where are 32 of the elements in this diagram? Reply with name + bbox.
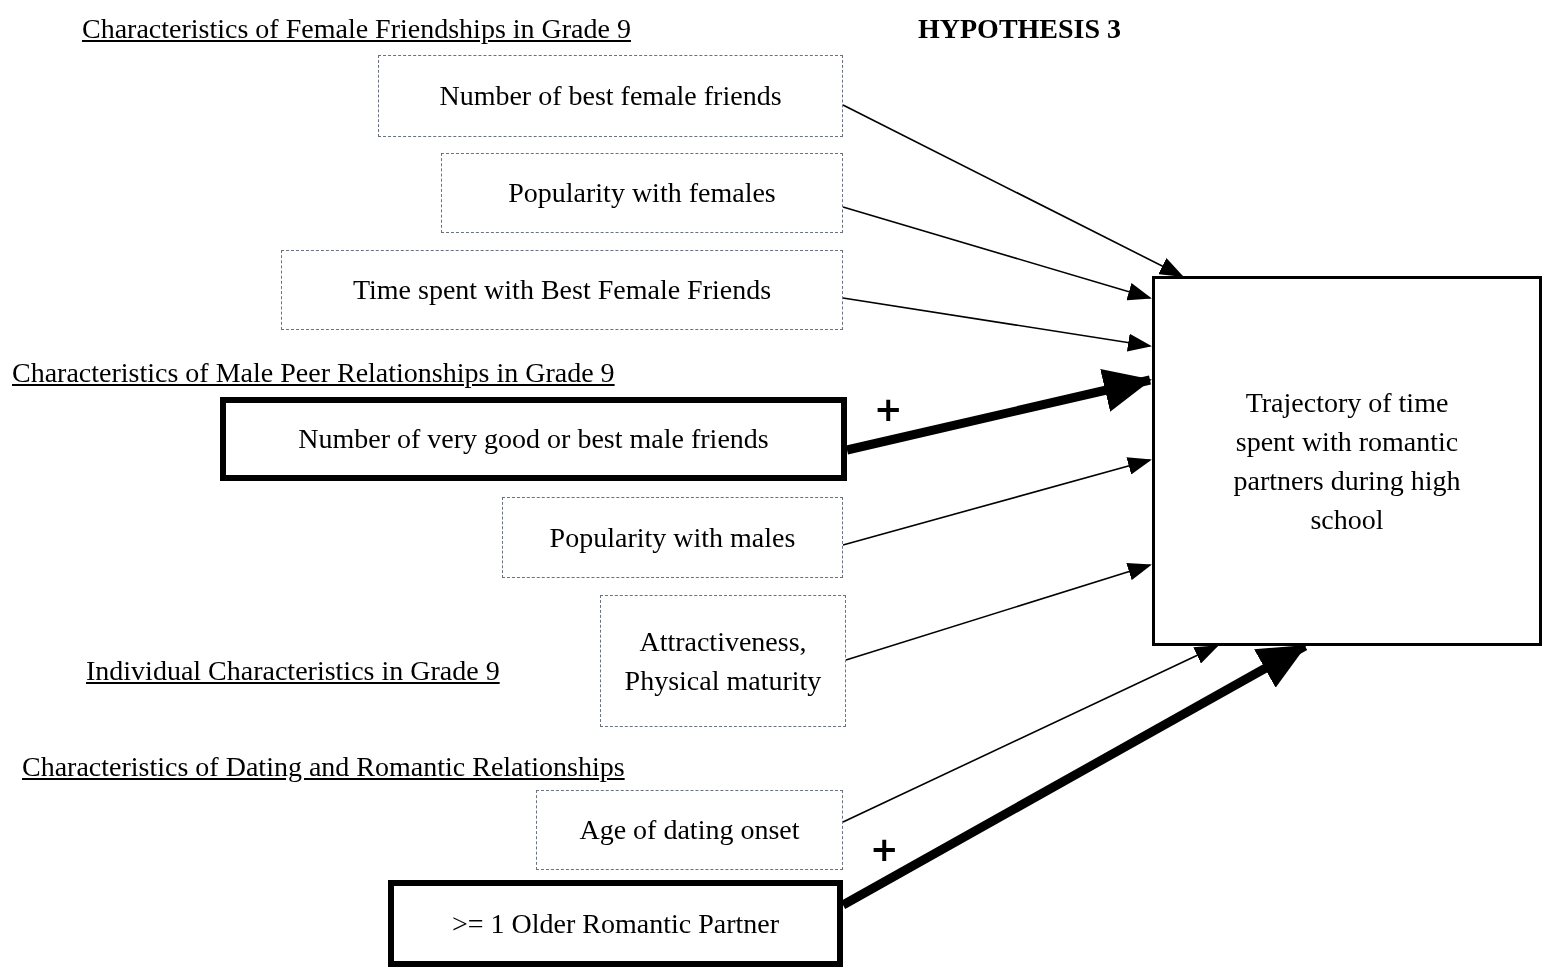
node-box — [281, 250, 843, 330]
arrow — [846, 368, 1152, 455]
arrow — [842, 457, 1152, 546]
arrow — [842, 104, 1184, 277]
title: HYPOTHESIS 3 — [918, 12, 1122, 46]
node-text: >= 1 Older Romantic Partner — [451, 906, 780, 941]
node-text: Trajectory of time spent with romantic partners during high school — [1232, 385, 1462, 538]
node-box — [536, 790, 843, 870]
node-text: Age of dating onset — [579, 813, 800, 848]
section-heading: Characteristics of Female Friendships in Grade 9 — [82, 12, 631, 46]
section-heading: Characteristics of Dating and Romantic Relationships — [22, 750, 625, 784]
section-heading: Individual Characteristics in Grade 9 — [86, 654, 500, 688]
edge-label: + — [870, 832, 899, 866]
arrow — [842, 645, 1219, 823]
node-text: Number of very good or best male friends — [298, 422, 769, 457]
arrow — [842, 206, 1152, 301]
edge-label: + — [874, 392, 903, 426]
node-text: Popularity with males — [549, 520, 796, 555]
section-heading: Characteristics of Male Peer Relationships in Grade 9 — [12, 356, 615, 390]
node-box — [388, 880, 843, 967]
arrow — [842, 297, 1152, 352]
node-box — [441, 153, 843, 233]
node-box — [600, 595, 846, 727]
node-text: Time spent with Best Female Friends — [352, 273, 772, 308]
node-box — [220, 397, 847, 481]
node-box — [378, 55, 843, 137]
node-box — [1152, 276, 1542, 646]
node-text: Number of best female friends — [439, 79, 782, 114]
arrow — [845, 562, 1152, 661]
node-text: Attractiveness, Physical maturity — [623, 624, 823, 698]
node-box — [502, 497, 843, 578]
node-text: Popularity with females — [508, 176, 776, 211]
